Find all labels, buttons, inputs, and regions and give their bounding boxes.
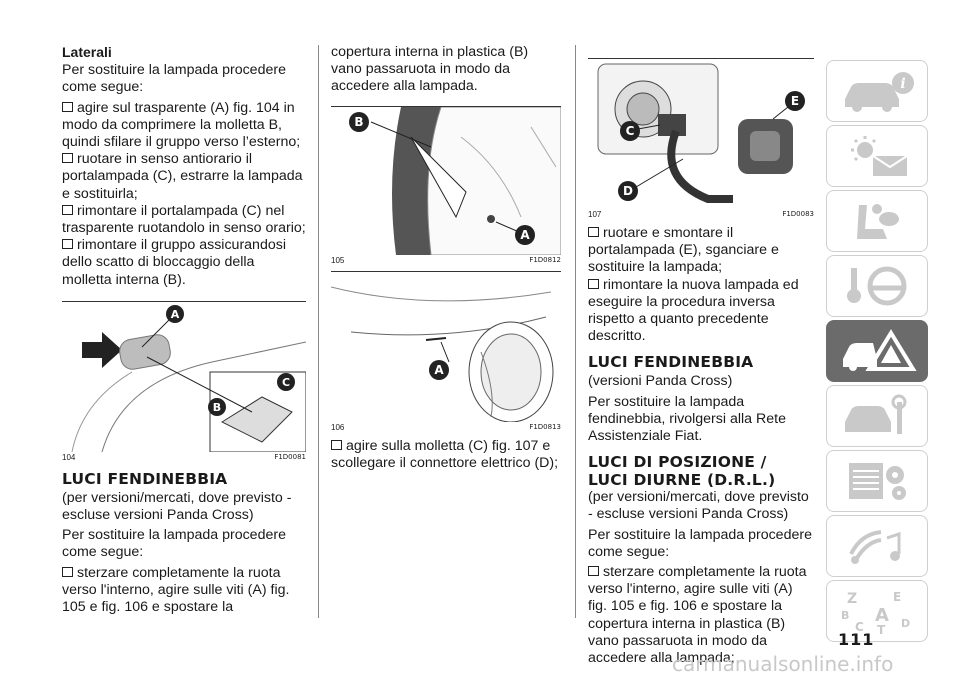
svg-text:A: A: [875, 605, 889, 626]
technical-data-icon: [849, 463, 906, 500]
list-item: sterzare completamente la ruota verso l'…: [588, 564, 807, 667]
checkbox-bullet-icon: [62, 153, 73, 164]
svg-text:Z: Z: [847, 591, 857, 607]
svg-text:B: B: [841, 609, 849, 622]
figure-code: F1D0813: [529, 422, 561, 431]
column-separator-1: [318, 45, 319, 618]
tab-warning-lights[interactable]: [826, 125, 928, 187]
list-item: ruotare in senso antiorario il portalamp…: [62, 151, 303, 202]
callout-e: E: [791, 94, 799, 108]
list-item: rimontare il gruppo assicurandosi dello …: [62, 237, 286, 288]
airbag-seat-icon: [857, 204, 899, 239]
figure-number: 105: [331, 255, 345, 265]
checkbox-bullet-icon: [331, 439, 342, 450]
column-1: Laterali Per sostituire la lampada proce…: [62, 44, 306, 616]
paragraph-text: Per sostituire la lampada fendinebbia, r…: [588, 393, 786, 445]
heading-luci-di-posizione: LUCI DI POSIZIONE /LUCI DIURNE (D.R.L.): [588, 453, 776, 490]
svg-text:C: C: [855, 620, 864, 634]
column-2: copertura interna in plastica (B) vano p…: [331, 44, 561, 472]
continuation-text: copertura interna in plastica (B) vano p…: [331, 44, 529, 95]
list-item: agire sulla molletta (C) fig. 107 e scol…: [331, 437, 559, 471]
list-item: agire sul trasparente (A) fig. 104 in mo…: [62, 99, 301, 151]
checkbox-bullet-icon: [588, 566, 599, 577]
chapter-tabs: i: [826, 60, 928, 645]
figure-106: A 106 F1D0813: [331, 270, 561, 432]
tab-multimedia[interactable]: [826, 515, 928, 577]
tab-index[interactable]: Z E B A C D T: [826, 580, 928, 642]
callout-c: C: [282, 376, 290, 389]
note-text-2: (per versioni/mercati, dove previsto - e…: [588, 489, 809, 523]
callout-b: B: [213, 401, 221, 414]
checkbox-bullet-icon: [588, 278, 599, 289]
multimedia-icon: [849, 530, 901, 564]
figure-code: F1D0812: [529, 255, 561, 264]
page-number: 111: [838, 630, 875, 649]
car-breakdown-warning-icon: [843, 329, 917, 371]
watermark: carmanualsonline.info: [672, 652, 894, 676]
figure-105-illustration: B A: [331, 106, 561, 255]
wheel-arch-liner-shape: [392, 106, 441, 255]
svg-text:E: E: [893, 590, 901, 604]
tab-key-steering[interactable]: [826, 255, 928, 317]
tab-technical-data[interactable]: [826, 450, 928, 512]
note-text: (versioni Panda Cross): [588, 373, 733, 390]
figure-number: 107: [588, 210, 602, 219]
note-text: (per versioni/mercati, dove previsto - e…: [62, 489, 292, 524]
intro-text-2: Per sostituire la lampada procedere come…: [62, 527, 286, 561]
car-info-icon: i: [845, 72, 914, 112]
figure-104: A B C 104 F1D0081: [62, 300, 306, 462]
checkbox-bullet-icon: [62, 239, 73, 250]
index-icon: Z E B A C D T: [841, 590, 910, 635]
list-item: rimontare la nuova lampada ed eseguire l…: [588, 276, 799, 345]
callout-d: D: [623, 184, 633, 198]
figure-107: E C D 107 F1D0083: [588, 58, 814, 219]
figure-106-illustration: A: [331, 271, 561, 422]
intro-text: Per sostituire la lampada procedere come…: [62, 62, 286, 96]
subheading-laterali: Laterali: [62, 44, 112, 60]
tab-car-info[interactable]: i: [826, 60, 928, 122]
figure-107-illustration: E C D: [588, 59, 814, 209]
checkbox-bullet-icon: [62, 566, 73, 577]
arrow-icon: [82, 331, 122, 368]
figure-105: B A 105 F1D0812: [331, 105, 561, 265]
callout-a: A: [171, 308, 180, 321]
svg-text:T: T: [877, 623, 886, 635]
figure-code: F1D0083: [782, 210, 814, 218]
figure-caption: 107 F1D0083: [588, 210, 814, 219]
list-item: ruotare e smontare il portalampada (E), …: [588, 225, 779, 276]
checkbox-bullet-icon: [588, 227, 599, 237]
warning-lights-icon: [851, 136, 908, 176]
column-separator-2: [575, 45, 576, 618]
svg-text:i: i: [900, 76, 905, 92]
callout-c: C: [626, 124, 635, 138]
tab-airbag-seat[interactable]: [826, 190, 928, 252]
lamp-lens-shape: [119, 334, 171, 370]
intro-text-2: Per sostituire la lampada procedere come…: [588, 526, 812, 560]
tab-breakdown[interactable]: [826, 320, 928, 382]
key-steering-icon: [847, 266, 907, 306]
figure-code: F1D0081: [274, 452, 306, 461]
heading-luci-fendinebbia-cross: LUCI FENDINEBBIA: [588, 353, 754, 372]
figure-caption: 105 F1D0812: [331, 256, 561, 265]
figure-caption: 106 F1D0813: [331, 423, 561, 432]
figure-number: 106: [331, 422, 345, 432]
figure-104-illustration: A B C: [71, 304, 306, 452]
checkbox-bullet-icon: [62, 204, 73, 215]
column-3: E C D 107 F1D0083 ruotare e smontare il …: [588, 44, 814, 667]
car-maintenance-icon: [845, 394, 907, 434]
callout-b: B: [354, 115, 363, 129]
figure-caption: 104 F1D0081: [62, 453, 306, 462]
callout-a: A: [434, 363, 444, 377]
list-item: sterzare completamente la ruota verso l'…: [62, 564, 290, 616]
figure-number: 104: [62, 452, 76, 462]
checkbox-bullet-icon: [62, 101, 73, 112]
heading-luci-fendinebbia: LUCI FENDINEBBIA: [62, 469, 228, 488]
tab-maintenance[interactable]: [826, 385, 928, 447]
svg-text:D: D: [901, 617, 910, 630]
list-item: rimontare il portalampada (C) nel traspa…: [62, 202, 306, 237]
callout-a: A: [520, 228, 530, 242]
